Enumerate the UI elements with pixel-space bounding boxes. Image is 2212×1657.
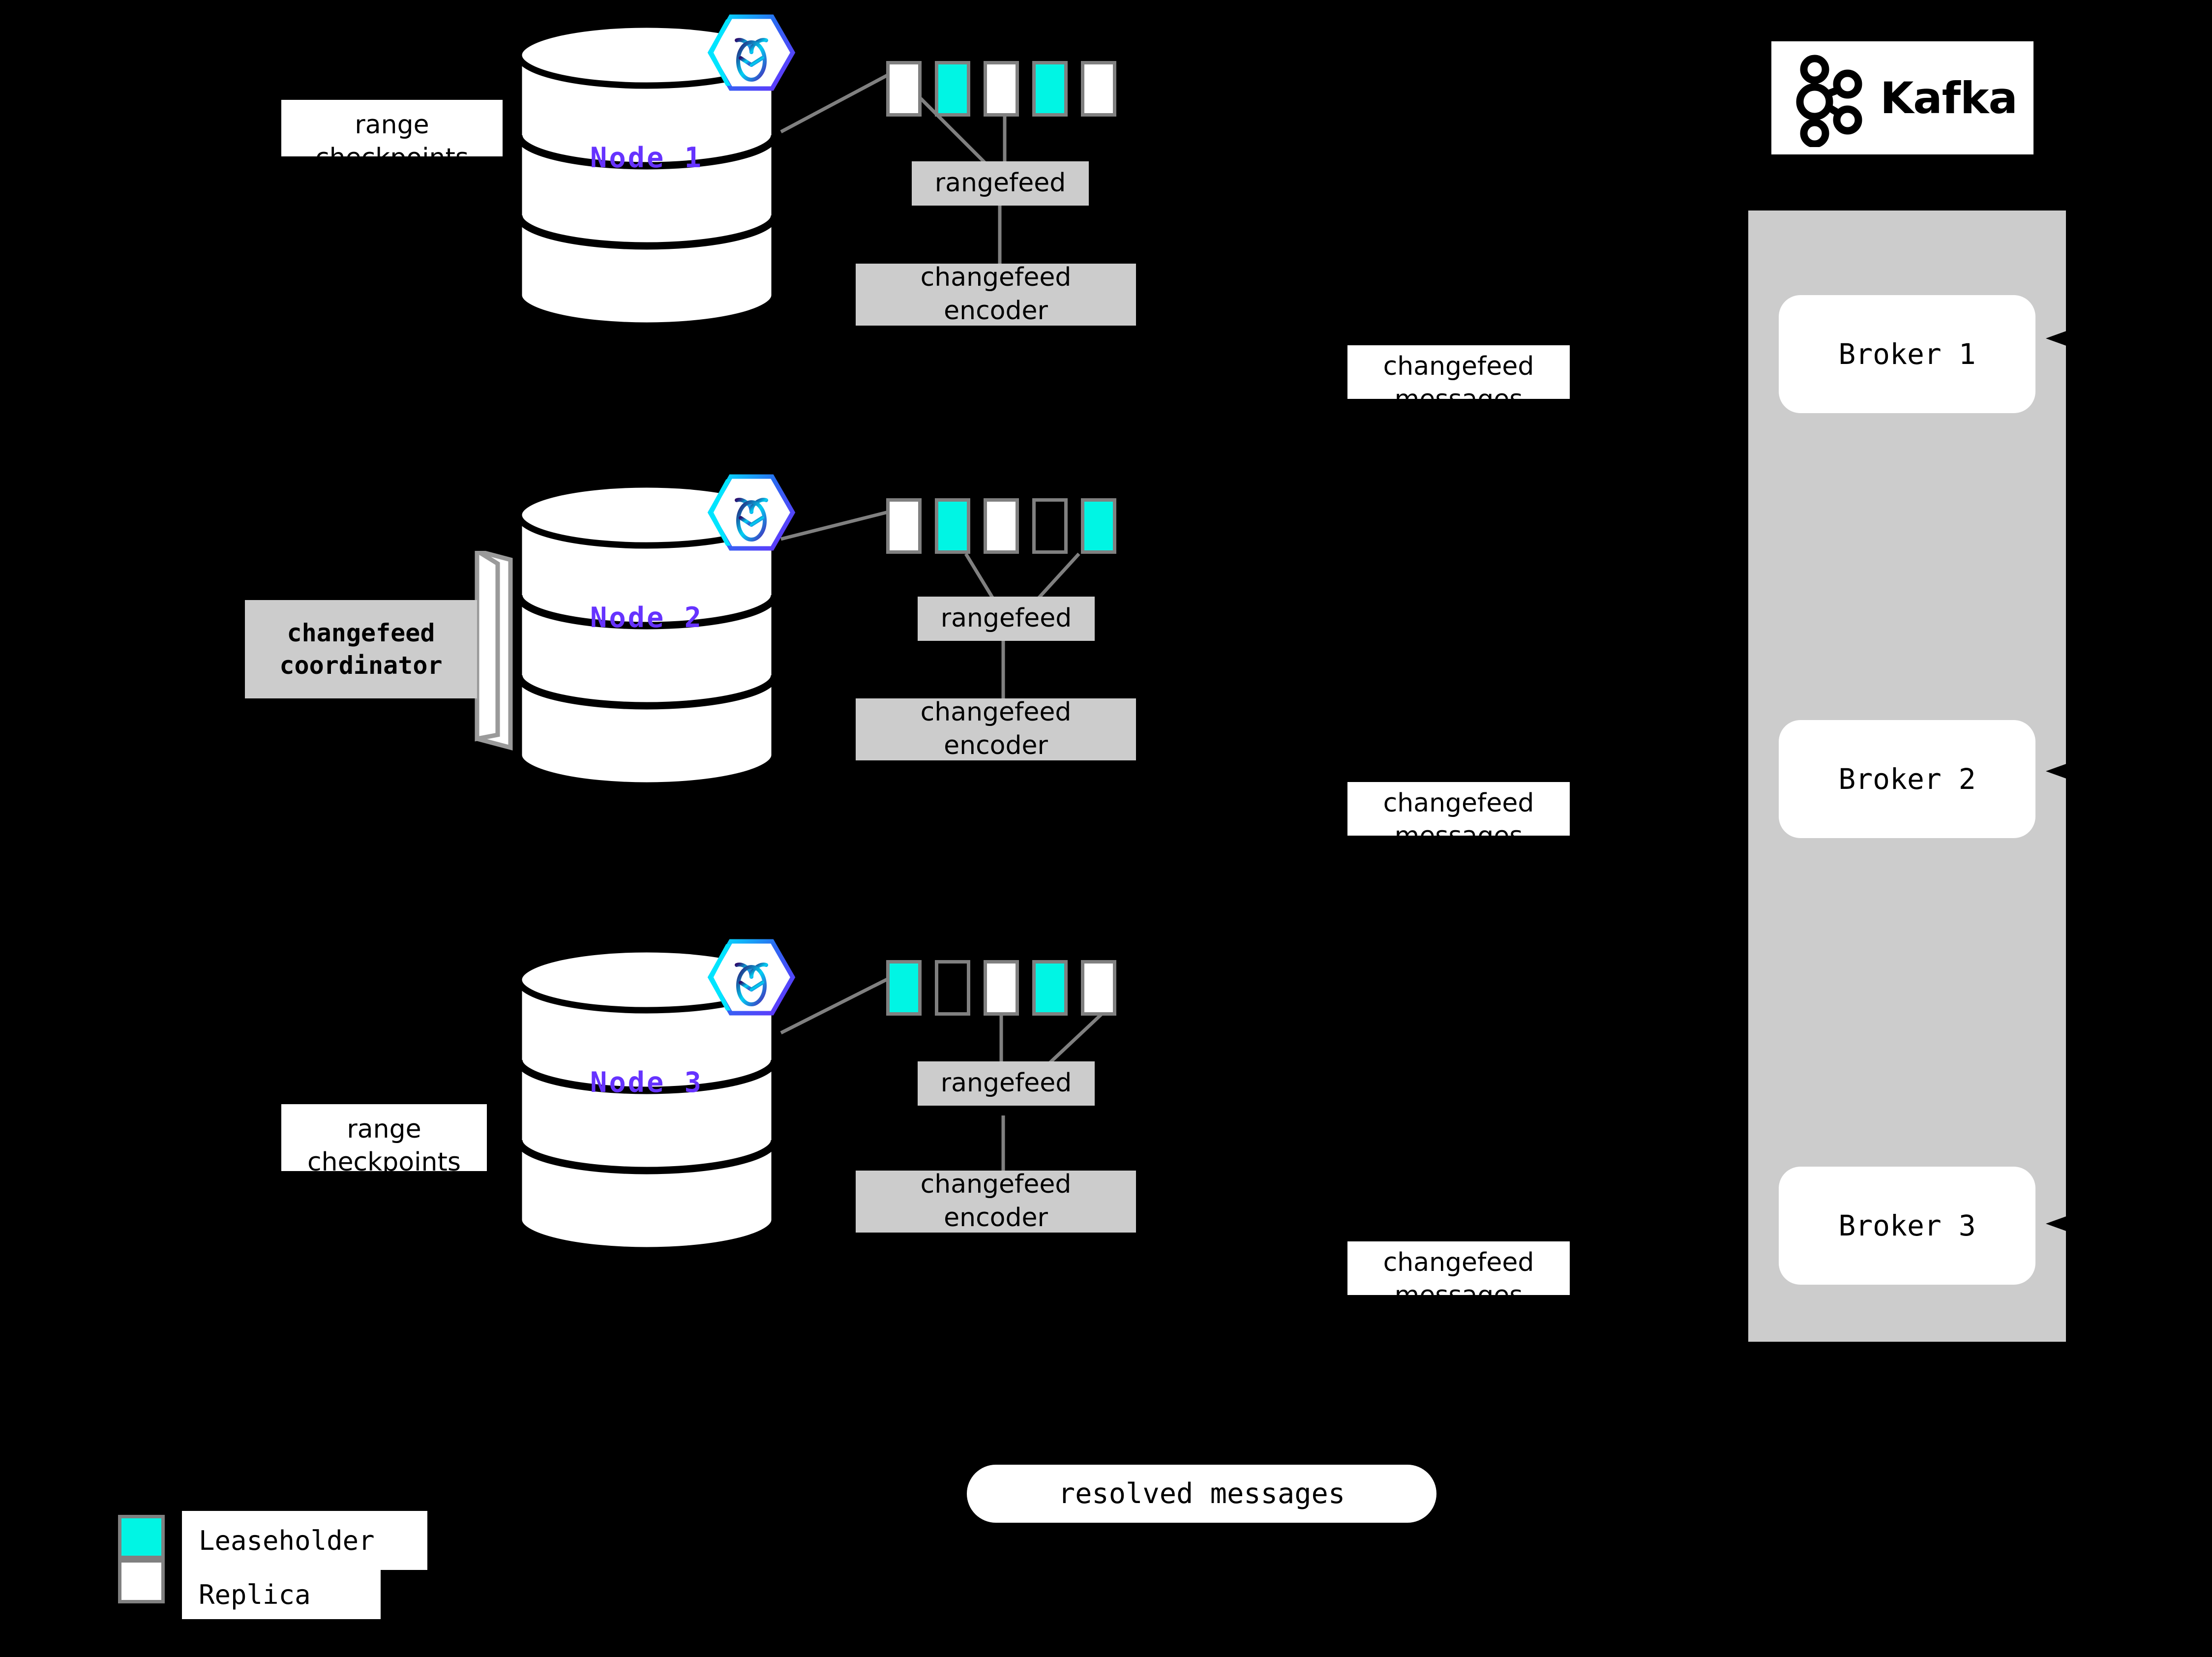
node-1-rangefeed-box: rangefeed (912, 161, 1089, 206)
legend-label-leaseholder: Leaseholder (182, 1511, 427, 1570)
cockroachdb-logo-icon (707, 931, 796, 1024)
node-3-rangefeed-box: rangefeed (918, 1061, 1095, 1106)
range-cell (1032, 61, 1068, 117)
broker-3-box[interactable]: Broker 3 (1779, 1167, 2035, 1285)
legend-label-replica: Replica (182, 1570, 381, 1619)
range-cell (984, 498, 1019, 554)
node-2-cylinder: Node 2 (514, 480, 779, 789)
range-cell (1081, 960, 1116, 1016)
kafka-wordmark: Kafka (1880, 72, 2018, 123)
node-2-changefeed-encoder-box: changefeed encoder (856, 697, 1136, 760)
node-2-rangefeed-box: rangefeed (918, 597, 1095, 641)
range-cell (1081, 61, 1116, 117)
node-1-label: Node 1 (590, 142, 703, 174)
range-cell (984, 960, 1019, 1016)
range-cell (1081, 498, 1116, 554)
broker-inbound-arrow-2 (2046, 762, 2070, 780)
range-cell (886, 498, 922, 554)
node-1-cylinder: Node 1 (514, 20, 779, 329)
legend-swatch-leaseholder (118, 1515, 165, 1559)
changefeed-coordinator-label: changefeed coordinator (245, 600, 477, 698)
kafka-broker-panel: Broker 1 Broker 2 Broker 3 (1748, 211, 2066, 1342)
kafka-node-graph-icon (1796, 55, 1862, 147)
legend-swatch-replica (118, 1559, 165, 1603)
cockroachdb-logo-icon (707, 6, 796, 99)
node-1-range-checkpoints-label: range checkpoints (281, 100, 503, 173)
broker-2-box[interactable]: Broker 2 (1779, 720, 2035, 838)
changefeed-messages-label-1: changefeed messages (1347, 345, 1570, 414)
node-3-cylinder: Node 3 (514, 944, 779, 1254)
broker-inbound-arrow-3 (2046, 1215, 2070, 1233)
range-cell (935, 61, 970, 117)
range-cell (935, 498, 970, 554)
node-3-changefeed-encoder-box: changefeed encoder (856, 1170, 1136, 1233)
broker-inbound-arrow-1 (2046, 330, 2070, 347)
range-cell (1032, 498, 1068, 554)
node-2-label: Node 2 (590, 602, 703, 634)
resolved-messages-pill: resolved messages (967, 1465, 1436, 1523)
changefeed-messages-label-2: changefeed messages (1347, 782, 1570, 851)
node-3-label: Node 3 (590, 1066, 703, 1099)
kafka-logo-box: Kafka (1771, 41, 2033, 154)
node-3-range-checkpoints-label: range checkpoints (281, 1104, 487, 1177)
range-cell (935, 960, 970, 1016)
cockroachdb-logo-icon (707, 466, 796, 559)
broker-1-box[interactable]: Broker 1 (1779, 295, 2035, 413)
range-cell (1032, 960, 1068, 1016)
changefeed-messages-label-3: changefeed messages (1347, 1241, 1570, 1310)
range-cell (984, 61, 1019, 117)
changefeed-coordinator: changefeed coordinator (245, 551, 540, 757)
node-1-changefeed-encoder-box: changefeed encoder (856, 263, 1136, 326)
range-cell (886, 61, 922, 117)
range-cell (886, 960, 922, 1016)
